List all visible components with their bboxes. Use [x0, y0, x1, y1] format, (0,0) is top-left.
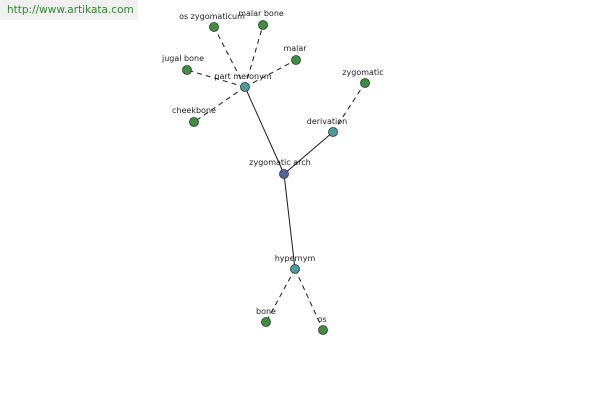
edge-part-meronym-to-malar	[244, 59, 297, 88]
site-url-link[interactable]: http://www.artikata.com	[0, 0, 138, 20]
node-relation-hypernym[interactable]	[290, 264, 300, 274]
label-term-jugal-bone[interactable]: jugal bone	[161, 54, 204, 63]
edge-hypernym-to-bone	[265, 268, 296, 323]
edge-part-meronym-to-os-zygomaticum	[213, 26, 246, 88]
node-relation-part-meronym[interactable]	[240, 82, 250, 92]
label-term-bone[interactable]: bone	[256, 307, 276, 316]
edge-root-to-hypernym	[283, 173, 296, 270]
label-term-malar-bone[interactable]: malar bone	[238, 9, 284, 18]
node-term-os-zygomaticum[interactable]	[209, 22, 219, 32]
edge-derivation-to-zygomatic	[332, 82, 366, 133]
node-root-zygomatic-arch[interactable]	[279, 169, 289, 179]
label-term-os-zygomaticum[interactable]: os zygomaticum	[179, 12, 245, 21]
edge-root-to-derivation	[283, 131, 334, 175]
edge-part-meronym-to-jugal-bone	[186, 69, 246, 88]
label-root-zygomatic-arch[interactable]: zygomatic arch	[249, 158, 310, 167]
label-term-cheekbone[interactable]: cheekbone	[172, 106, 216, 115]
label-term-malar[interactable]: malar	[283, 44, 307, 53]
node-term-os[interactable]	[318, 325, 328, 335]
label-relation-part-meronym[interactable]: part meronym	[214, 72, 271, 81]
node-term-malar-bone[interactable]	[258, 20, 268, 30]
node-term-cheekbone[interactable]	[189, 117, 199, 127]
label-term-os[interactable]: os	[317, 315, 326, 324]
node-relation-derivation[interactable]	[328, 127, 338, 137]
node-term-jugal-bone[interactable]	[182, 65, 192, 75]
node-term-malar[interactable]	[291, 55, 301, 65]
label-relation-hypernym[interactable]: hypernym	[275, 254, 316, 263]
label-relation-derivation[interactable]: derivation	[307, 117, 347, 126]
node-term-bone[interactable]	[261, 317, 271, 327]
label-term-zygomatic[interactable]: zygomatic	[342, 68, 383, 77]
edge-part-meronym-to-malar-bone	[244, 24, 264, 88]
edge-root-to-part-meronym	[244, 86, 285, 175]
edge-part-meronym-to-cheekbone	[193, 86, 246, 123]
edge-hypernym-to-os	[294, 268, 324, 331]
node-term-zygomatic[interactable]	[360, 78, 370, 88]
